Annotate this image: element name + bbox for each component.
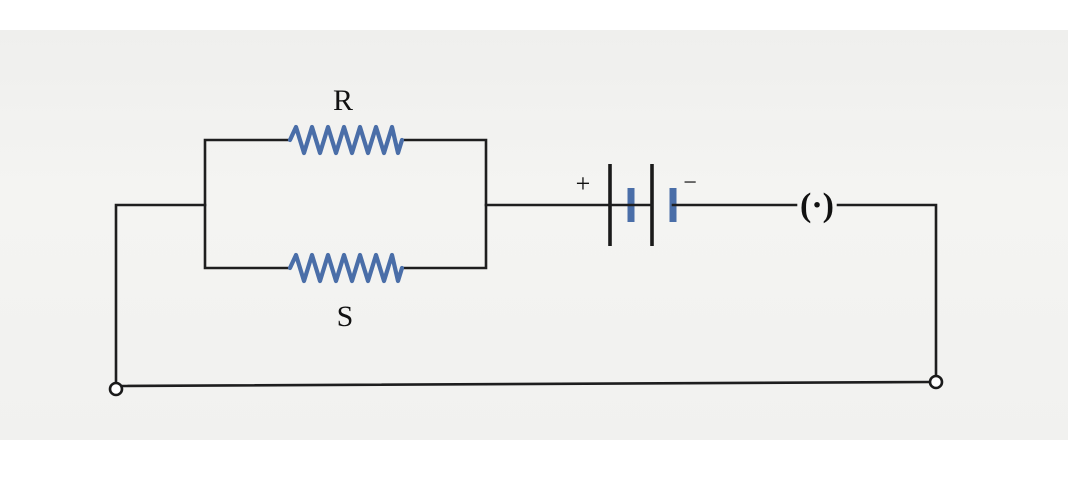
- label-s: S: [337, 300, 354, 333]
- label-battery-minus: −: [683, 170, 697, 196]
- label-battery-plus: +: [576, 169, 591, 198]
- paper-background: [0, 30, 1068, 440]
- wire-left-drop: [114, 203, 207, 385]
- resistor-s: [287, 252, 405, 284]
- terminal-right: [928, 374, 944, 390]
- terminal-left: [108, 381, 124, 397]
- label-r: R: [333, 84, 353, 117]
- wire-parallel-right: [400, 138, 488, 270]
- meter-symbol: (·): [800, 187, 834, 224]
- wire-parallel-left: [203, 138, 292, 270]
- wire-right-drop: [836, 203, 938, 380]
- resistor-r: [287, 124, 405, 156]
- wire-bottom: [120, 380, 931, 388]
